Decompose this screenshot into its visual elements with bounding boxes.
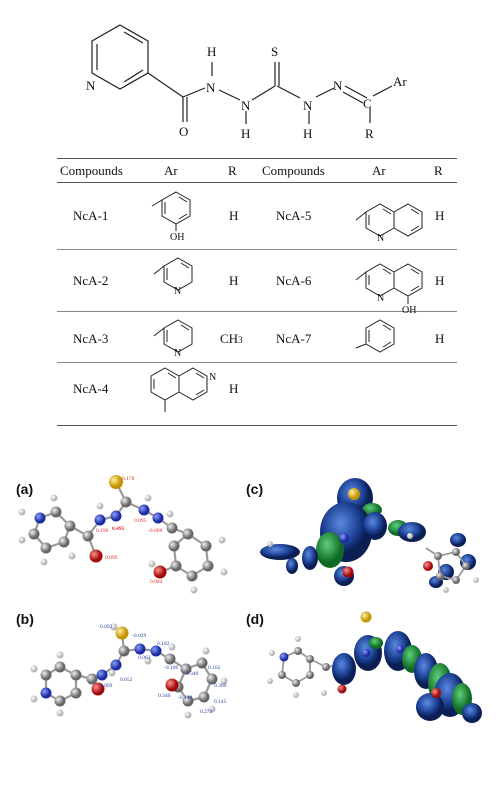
panel-label-a: (a) bbox=[16, 481, 34, 497]
ar-phenol-icon bbox=[151, 191, 191, 231]
atom-n1: N bbox=[206, 80, 216, 95]
ar-n-label: N bbox=[174, 348, 181, 359]
charge-label: 0.145 bbox=[214, 699, 227, 705]
atom-h2: H bbox=[241, 126, 250, 141]
table-rule-top bbox=[57, 158, 457, 159]
atom-n4: N bbox=[333, 78, 343, 93]
ar-phenyl-icon bbox=[355, 319, 395, 353]
ar-quinoline-icon bbox=[355, 203, 423, 237]
charge-label: 0.095 bbox=[134, 518, 147, 524]
panel-c-orbital bbox=[260, 478, 479, 593]
charge-label: 0.162 bbox=[208, 665, 221, 671]
cell-compound-ncA-5: NcA-5 bbox=[276, 208, 312, 223]
header-compounds-2: Compounds bbox=[262, 163, 325, 178]
cell-compound-ncA-1: NcA-1 bbox=[73, 208, 109, 223]
charge-label: 0.196 bbox=[96, 528, 109, 534]
ar-n-label: N bbox=[377, 233, 384, 244]
atom-h1: H bbox=[207, 44, 216, 59]
atom-n-ring: N bbox=[86, 78, 96, 93]
cell-r-ncA-1: H bbox=[229, 208, 239, 223]
cell-r-ncA-7: H bbox=[435, 331, 445, 346]
ar-oh-label: OH bbox=[402, 305, 416, 316]
charge-label: -0.106 bbox=[164, 665, 178, 671]
charge-label: 0.052 bbox=[120, 677, 133, 683]
atom-r: R bbox=[365, 126, 374, 141]
ar-n-label: N bbox=[174, 286, 181, 297]
atom-ar: Ar bbox=[393, 74, 407, 89]
charge-label: 0.340 bbox=[186, 671, 199, 677]
ar-substituent-drawings: OH N N N OH N N bbox=[150, 191, 423, 412]
table-rule-3 bbox=[57, 362, 457, 363]
orbital-lobes bbox=[332, 631, 482, 723]
charge-label: 0.178 bbox=[122, 476, 135, 482]
header-r-1: R bbox=[228, 163, 237, 178]
charge-label: 0.495 bbox=[112, 526, 125, 532]
header-compounds-1: Compounds bbox=[60, 163, 123, 178]
atom-o-carbonyl: O bbox=[179, 124, 188, 139]
table-rule-bottom bbox=[57, 425, 457, 426]
charge-label: 0.099 bbox=[105, 555, 118, 561]
cell-compound-ncA-7: NcA-7 bbox=[276, 331, 312, 346]
orbital-lobes bbox=[260, 478, 476, 588]
cell-compound-ncA-4: NcA-4 bbox=[73, 381, 109, 396]
cell-r-ncA-4: H bbox=[229, 381, 239, 396]
cell-r-ncA-2: H bbox=[229, 273, 239, 288]
panel-label-d: (d) bbox=[246, 611, 264, 627]
charge-label: -0.008 bbox=[148, 528, 162, 534]
general-structure: N O H N N H S N H N C Ar R bbox=[86, 24, 407, 141]
ar-pyridine-icon bbox=[153, 257, 193, 291]
charge-label: 0.002 bbox=[100, 624, 113, 630]
panel-label-c: (c) bbox=[246, 481, 264, 497]
charge-label: -0.140 bbox=[178, 695, 192, 701]
header-r-2: R bbox=[434, 163, 443, 178]
table-rule-2 bbox=[57, 311, 457, 312]
charge-label: -0.029 bbox=[132, 633, 146, 639]
ar-hydroxyquinoline-icon bbox=[355, 263, 423, 304]
atom-h3: H bbox=[303, 126, 312, 141]
ar-quinoline-8-icon bbox=[150, 367, 208, 412]
charge-label: 0.182 bbox=[157, 641, 170, 647]
header-ar-2: Ar bbox=[372, 163, 386, 178]
cell-compound-ncA-3: NcA-3 bbox=[73, 331, 109, 346]
ar-n-label: N bbox=[377, 293, 384, 304]
panel-d-orbital bbox=[267, 611, 482, 723]
charge-label: 0.084 bbox=[150, 579, 163, 585]
panel-a-molecule: 0.178 0.196 0.495 0.095 -0.008 0.099 0.0… bbox=[18, 475, 228, 594]
panel-b-molecule: 0.002 -0.029 0.009 0.052 0.063 0.182 -0.… bbox=[30, 623, 228, 719]
ar-n-label: N bbox=[209, 372, 216, 383]
charge-label: 0.272 bbox=[200, 709, 213, 715]
panel-label-b: (b) bbox=[16, 611, 34, 627]
ar-pyridine-icon bbox=[153, 319, 193, 353]
cell-compound-ncA-2: NcA-2 bbox=[73, 273, 109, 288]
atom-n3: N bbox=[303, 98, 313, 113]
header-ar-1: Ar bbox=[164, 163, 178, 178]
table-rule-1 bbox=[57, 249, 457, 250]
table-rule-header bbox=[57, 182, 457, 183]
charge-label: 0.063 bbox=[138, 655, 151, 661]
charge-label: 0.360 bbox=[214, 683, 227, 689]
charge-label: 0.009 bbox=[100, 683, 113, 689]
atom-n2: N bbox=[241, 98, 251, 113]
cell-compound-ncA-6: NcA-6 bbox=[276, 273, 312, 288]
ar-oh-label: OH bbox=[170, 232, 184, 243]
atom-c: C bbox=[363, 96, 372, 111]
atom-s: S bbox=[271, 44, 278, 59]
cell-r-ncA-3: CH3 bbox=[220, 331, 243, 346]
charge-label: 0.340 bbox=[158, 693, 171, 699]
cell-r-ncA-5: H bbox=[435, 208, 445, 223]
cell-r-ncA-6: H bbox=[435, 273, 445, 288]
